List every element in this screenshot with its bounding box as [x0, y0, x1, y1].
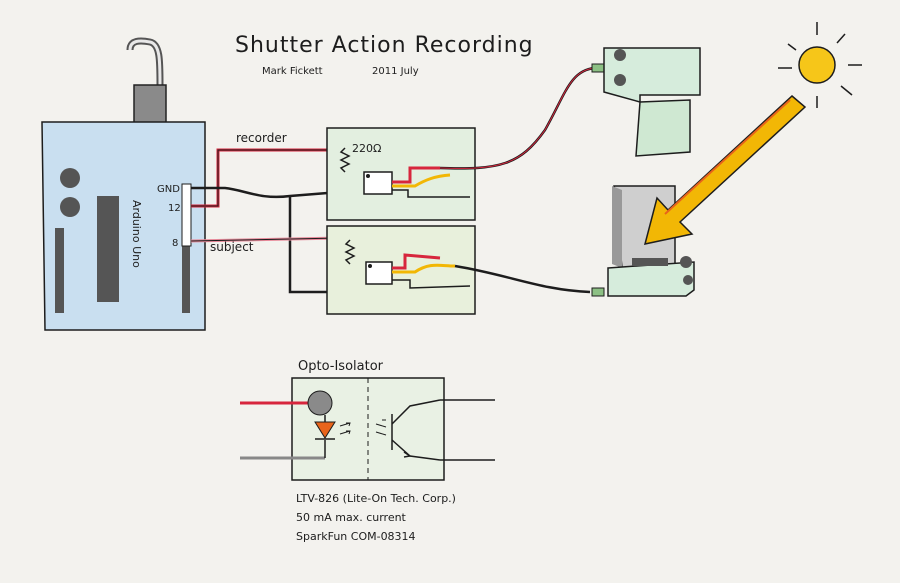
mounting-hole	[60, 197, 80, 217]
recorder-wire-label: recorder	[236, 131, 287, 145]
opto-isolator-detail	[240, 377, 495, 481]
opto-note-part: LTV-826 (Lite-On Tech. Corp.)	[296, 492, 456, 505]
resistor-blob	[307, 390, 333, 416]
arduino-board: Arduino Uno GND 12 8	[41, 121, 206, 331]
opto-note-source: SparkFun COM-08314	[296, 530, 416, 543]
chip	[97, 196, 119, 302]
pin-gnd-label: GND	[157, 184, 180, 195]
camera-icon	[591, 47, 701, 157]
phototransistor-icon	[375, 399, 441, 461]
camera-cables	[439, 66, 596, 294]
opto-note-current: 50 mA max. current	[296, 511, 407, 524]
mounting-hole	[60, 168, 80, 188]
opto-board-subject	[326, 225, 476, 315]
diagram-title: Shutter Action Recording	[235, 33, 534, 58]
sun-icon	[778, 22, 862, 108]
pin-8-label: 8	[172, 238, 178, 249]
author-label: Mark Fickett	[262, 66, 323, 77]
led-icon	[314, 421, 351, 440]
pin-12-label: 12	[168, 203, 181, 214]
arduino-label: Arduino Uno	[130, 200, 143, 268]
resistor-label: 220Ω	[352, 142, 381, 155]
header-left	[55, 228, 64, 313]
sunlight-arrow-icon	[643, 95, 807, 245]
pin-header	[181, 183, 192, 247]
header-right	[182, 198, 190, 313]
subject-wire-label: subject	[210, 240, 254, 254]
opto-board-recorder	[326, 127, 476, 221]
opto-title: Opto-Isolator	[298, 359, 384, 374]
date-label: 2011 July	[372, 66, 419, 77]
